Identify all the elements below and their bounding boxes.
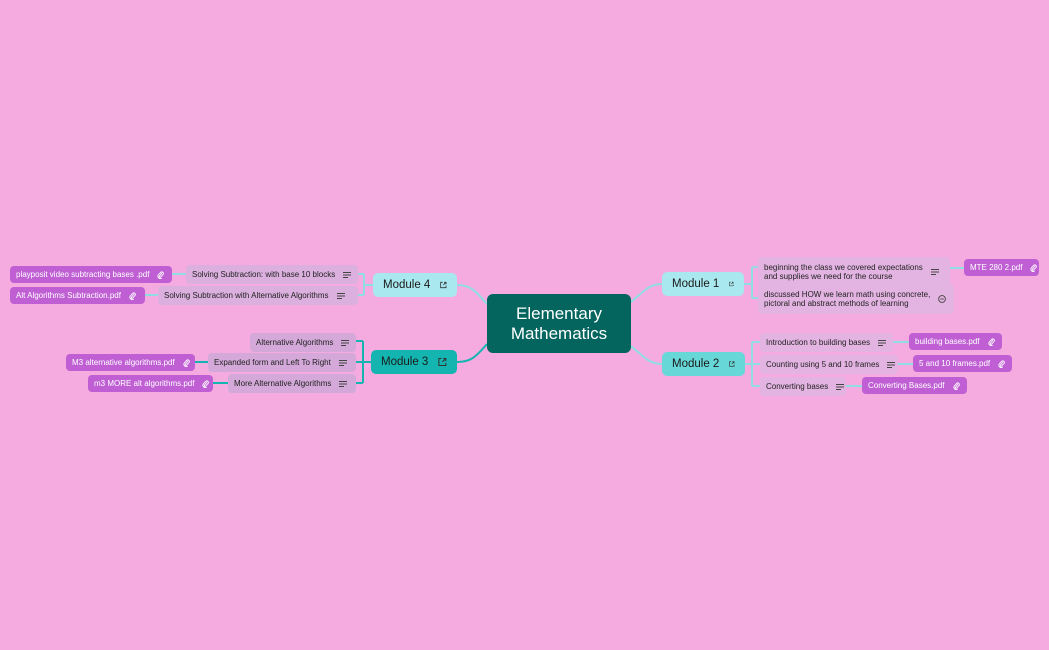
topic-label: Counting using 5 and 10 frames <box>766 360 880 369</box>
module-2-attachment-1[interactable]: building bases.pdf <box>909 333 1002 350</box>
attachment-label: Converting Bases.pdf <box>868 381 945 390</box>
collapse-icon[interactable] <box>938 295 947 303</box>
module-3-attachment-1[interactable]: M3 alternative algorithms.pdf <box>66 354 195 371</box>
module-2-topic-1[interactable]: Introduction to building bases <box>760 333 893 352</box>
notes-icon[interactable] <box>341 339 350 346</box>
module-1-node[interactable]: Module 1 <box>662 272 744 296</box>
notes-icon[interactable] <box>836 383 845 390</box>
notes-icon[interactable] <box>339 380 348 387</box>
attachment-label: Alt Algorithms Subtraction.pdf <box>16 291 121 300</box>
module-1-attachment[interactable]: MTE 280 2.pdf <box>964 259 1039 276</box>
topic-label: beginning the class we covered expectati… <box>764 262 923 282</box>
topic-label: Solving Subtraction with Alternative Alg… <box>164 291 329 300</box>
notes-icon[interactable] <box>930 269 939 275</box>
external-link-icon[interactable] <box>729 359 735 369</box>
module-1-topic-1[interactable]: beginning the class we covered expectati… <box>758 257 950 287</box>
module-2-attachment-3[interactable]: Converting Bases.pdf <box>862 377 967 394</box>
attachment-label: playposit video subtracting bases .pdf <box>16 270 150 279</box>
module-2-label: Module 2 <box>672 358 720 370</box>
attachment-label: MTE 280 2.pdf <box>970 263 1023 272</box>
module-4-node[interactable]: Module 4 <box>373 273 457 297</box>
external-link-icon[interactable] <box>729 279 734 289</box>
module-2-attachment-2[interactable]: 5 and 10 frames.pdf <box>913 355 1012 372</box>
topic-label: Solving Subtraction: with base 10 blocks <box>192 270 336 279</box>
paperclip-icon <box>157 270 165 279</box>
paperclip-icon <box>1030 263 1038 272</box>
module-3-node[interactable]: Module 3 <box>371 350 457 374</box>
paperclip-icon <box>952 381 960 390</box>
module-3-topic-3[interactable]: More Alternative Algorithms <box>228 374 356 393</box>
notes-icon[interactable] <box>336 292 345 299</box>
paperclip-icon <box>998 359 1005 368</box>
module-3-label: Module 3 <box>381 356 429 368</box>
module-4-label: Module 4 <box>383 279 431 291</box>
module-3-attachment-2[interactable]: m3 MORE alt algorithms.pdf <box>88 375 213 392</box>
module-1-label: Module 1 <box>672 278 720 290</box>
topic-label: More Alternative Algorithms <box>234 379 332 388</box>
topic-label: Introduction to building bases <box>766 338 871 347</box>
paperclip-icon <box>202 379 210 388</box>
topic-label: Alternative Algorithms <box>256 338 334 347</box>
notes-icon[interactable] <box>338 359 347 366</box>
module-3-topic-1[interactable]: Alternative Algorithms <box>250 333 356 352</box>
module-1-topic-2[interactable]: discussed HOW we learn math using concre… <box>758 284 954 314</box>
attachment-label: m3 MORE alt algorithms.pdf <box>94 379 195 388</box>
central-topic[interactable]: Elementary Mathematics <box>487 294 631 353</box>
attachment-label: M3 alternative algorithms.pdf <box>72 358 175 367</box>
module-4-topic-1[interactable]: Solving Subtraction: with base 10 blocks <box>186 265 358 284</box>
central-topic-label: Elementary Mathematics <box>510 303 608 343</box>
topic-label: Expanded form and Left To Right <box>214 358 331 367</box>
notes-icon[interactable] <box>887 361 896 368</box>
module-4-attachment-1[interactable]: playposit video subtracting bases .pdf <box>10 266 172 283</box>
attachment-label: building bases.pdf <box>915 337 980 346</box>
external-link-icon[interactable] <box>440 280 447 290</box>
paperclip-icon <box>129 291 136 300</box>
module-3-topic-2[interactable]: Expanded form and Left To Right <box>208 353 356 372</box>
module-2-topic-2[interactable]: Counting using 5 and 10 frames <box>760 355 898 374</box>
attachment-label: 5 and 10 frames.pdf <box>919 359 991 368</box>
external-link-icon[interactable] <box>438 357 447 367</box>
topic-label: discussed HOW we learn math using concre… <box>764 289 931 309</box>
module-2-node[interactable]: Module 2 <box>662 352 745 376</box>
module-4-topic-2[interactable]: Solving Subtraction with Alternative Alg… <box>158 286 358 305</box>
paperclip-icon <box>987 337 995 346</box>
notes-icon[interactable] <box>878 339 887 346</box>
topic-label: Converting bases <box>766 382 829 391</box>
module-2-topic-3[interactable]: Converting bases <box>760 377 846 396</box>
notes-icon[interactable] <box>343 271 352 278</box>
module-4-attachment-2[interactable]: Alt Algorithms Subtraction.pdf <box>10 287 145 304</box>
paperclip-icon <box>183 358 190 367</box>
